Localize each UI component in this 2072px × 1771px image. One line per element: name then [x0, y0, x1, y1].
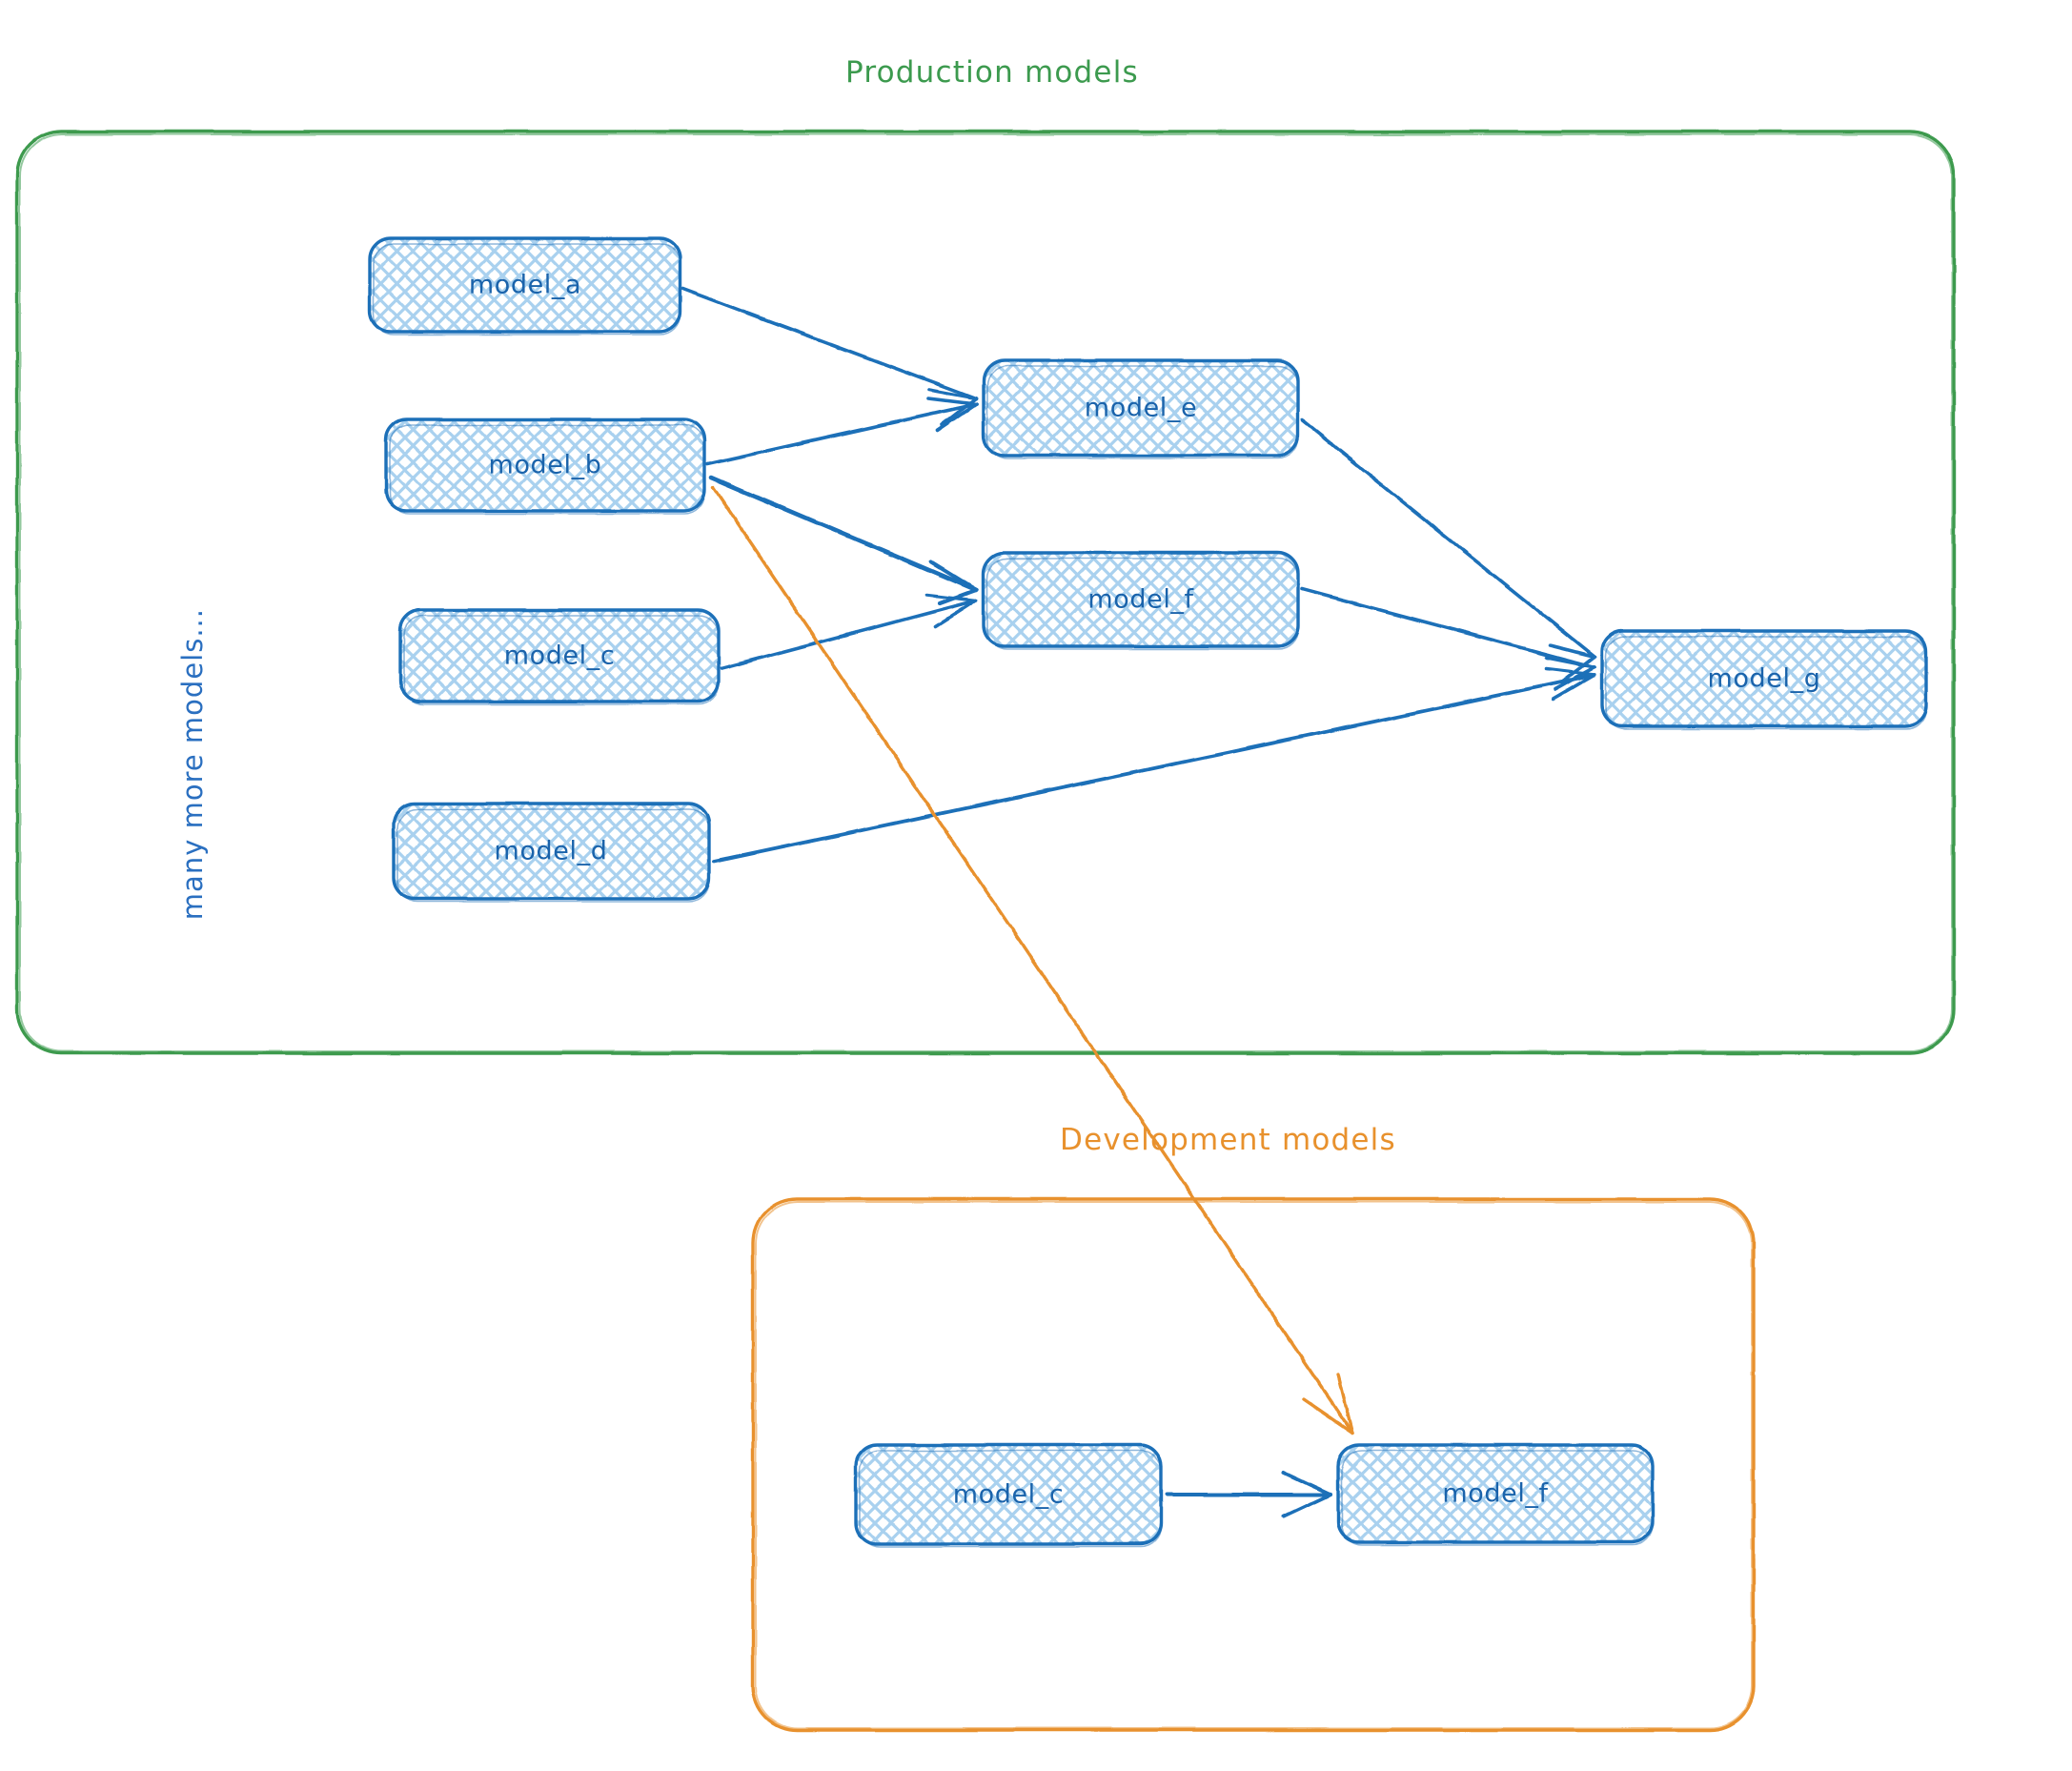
node-dev-model-f[interactable]	[1336, 1443, 1655, 1546]
edge-devc-to-devf	[1166, 1471, 1332, 1518]
node-prod-model-c[interactable]	[398, 608, 721, 705]
edge-d-to-g	[712, 667, 1596, 864]
node-prod-model-f[interactable]	[982, 551, 1300, 650]
edge-a-to-e	[681, 287, 978, 427]
edges-layer	[681, 287, 1596, 1518]
node-prod-model-g[interactable]	[1600, 629, 1928, 730]
node-prod-model-e[interactable]	[982, 358, 1300, 459]
node-prod-model-b[interactable]	[384, 417, 706, 515]
edge-b-to-devf	[711, 485, 1354, 1435]
group-title-production: Production models	[845, 55, 1139, 90]
group-title-development: Development models	[1060, 1123, 1396, 1157]
nodes-layer	[368, 236, 1928, 1548]
edge-e-to-g	[1300, 418, 1596, 684]
annotation-many-more-models: many more models...	[176, 608, 209, 921]
edge-b-to-e	[705, 397, 978, 466]
edge-c-to-f	[720, 593, 978, 670]
group-development	[751, 1197, 1756, 1732]
edge-f-to-g	[1300, 587, 1596, 691]
node-dev-model-c[interactable]	[854, 1443, 1163, 1548]
node-prod-model-a[interactable]	[368, 236, 682, 336]
group-production	[15, 130, 1956, 1055]
node-prod-model-d[interactable]	[392, 802, 711, 903]
